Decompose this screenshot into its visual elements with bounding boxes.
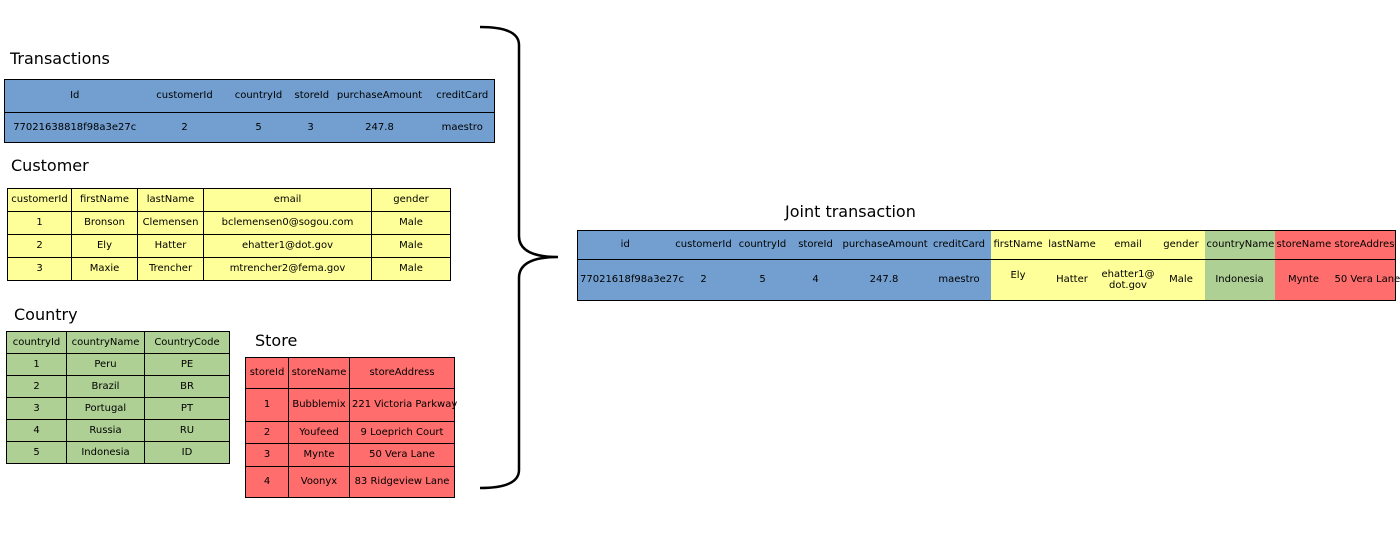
table-cell: ehatter1@dot.gov (203, 234, 372, 258)
table-cell: 247.8 (328, 112, 431, 143)
table-header-cell: lastName (137, 188, 204, 212)
country-table: countryId countryName CountryCode 1 Peru… (6, 331, 230, 464)
table-cell: 77021618f98a3e27c (577, 259, 684, 301)
table-header-cell: gender (371, 188, 451, 212)
table-header-cell: id (577, 230, 673, 260)
table-header-cell: lastName (1045, 230, 1099, 260)
table-cell: maestro (430, 112, 495, 143)
table-cell: 83 Ridgeview Lane (349, 466, 455, 498)
table-cell: Hatter (137, 234, 204, 258)
customer-table: customerId firstName lastName email gend… (7, 188, 451, 281)
joint-transaction-table: id customerId countryId storeId purchase… (577, 230, 1400, 301)
table-header-cell: gender (1157, 230, 1205, 260)
table-header-cell: storeAddress (349, 357, 455, 389)
table-cell: 4 (790, 259, 841, 301)
table-cell: Indonesia (1204, 259, 1275, 301)
table-cell: mtrencher2@fema.gov (203, 257, 372, 281)
store-title: Store (255, 331, 298, 350)
table-cell: 5 (734, 259, 791, 301)
table-cell: bclemensen0@sogou.com (203, 211, 372, 235)
transactions-title: Transactions (10, 49, 110, 68)
table-header-cell: email (203, 188, 372, 212)
table-cell: Male (1157, 259, 1205, 301)
table-header-cell: creditCard (927, 230, 991, 260)
table-header-cell: firstName (990, 230, 1046, 260)
table-cell: Voonyx (288, 466, 350, 498)
table-cell: Indonesia (66, 441, 145, 464)
table-cell: 50 Vera Lane (1332, 259, 1400, 301)
customer-title: Customer (11, 156, 89, 175)
table-cell: 77021638818f98a3e27c (4, 112, 145, 143)
transactions-table: Id customerId countryId storeId purchase… (4, 79, 495, 143)
table-cell: Mynte (1274, 259, 1333, 301)
table-cell: 4 (245, 466, 289, 498)
table-header-cell: customerId (672, 230, 735, 260)
table-header-cell: countryName (1204, 230, 1275, 260)
table-cell: maestro (927, 259, 991, 301)
table-header-cell: creditCard (430, 79, 495, 113)
table-cell: 247.8 (840, 259, 928, 301)
table-cell: 221 Victoria Parkway (349, 388, 457, 422)
table-header-cell: storeId (790, 230, 841, 260)
table-cell: ID (144, 441, 230, 464)
table-header-cell: purchaseAmount (840, 230, 928, 260)
joint-title: Joint transaction (785, 202, 916, 221)
table-cell: ehatter1@dot.gov (1098, 259, 1158, 301)
table-cell: 2 (672, 259, 735, 301)
table-cell: Hatter (1045, 259, 1099, 301)
table-header-cell: customerId (144, 79, 225, 113)
table-cell: 5 (224, 112, 293, 143)
table-header-cell: email (1098, 230, 1158, 260)
country-title: Country (14, 305, 78, 324)
table-cell: Male (371, 257, 451, 281)
table-cell: 3 (292, 112, 329, 143)
table-header-cell: countryId (734, 230, 791, 260)
table-header-cell: storeName (1274, 230, 1333, 260)
store-table: storeId storeName storeAddress 1 Bubblem… (245, 357, 457, 498)
table-header-cell: storeAddres (1332, 230, 1396, 260)
table-cell: Ely (990, 259, 1046, 301)
table-header-cell: storeName (288, 357, 350, 389)
table-cell: 2 (144, 112, 225, 143)
